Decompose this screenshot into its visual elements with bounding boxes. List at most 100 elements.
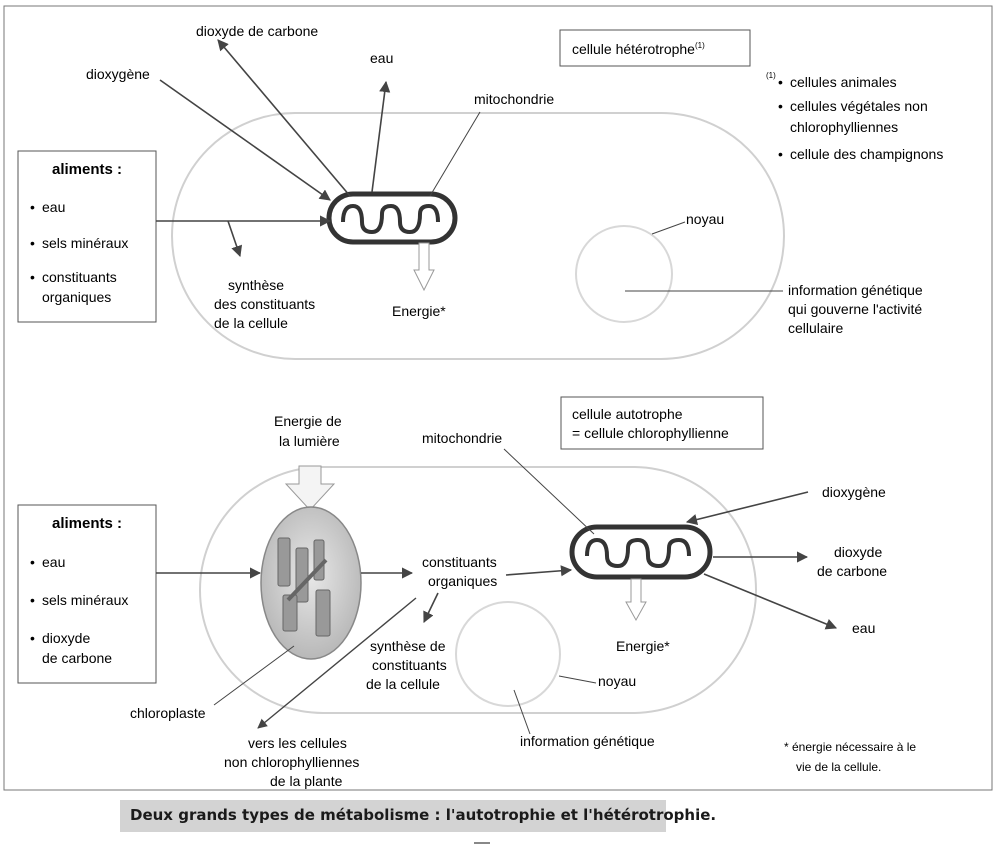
bottom-mito-pointer [503, 448, 595, 535]
svg-text:cellulaire: cellulaire [788, 320, 843, 336]
svg-text:organiques: organiques [428, 573, 497, 589]
caption-bar [120, 800, 666, 832]
top-footnote-item: cellules végétales non [790, 98, 928, 114]
bottom-foods-title: aliments : [52, 515, 122, 532]
bottom-chloroplast-pointer [213, 645, 295, 706]
svg-text:vers les cellules: vers les cellules [248, 735, 347, 751]
top-dioxygen-arrow [159, 79, 331, 201]
top-label-mitochondrion: mitochondrie [474, 91, 554, 107]
page-mark [474, 842, 490, 844]
bottom-label-synthesis: synthèse de constituants de la cellule [366, 638, 447, 692]
svg-text:de la cellule: de la cellule [366, 676, 440, 692]
top-foods-list: • eau • sels minéraux • constituants organi… [30, 199, 128, 305]
top-water-arrow [371, 80, 391, 193]
chloroplast [260, 506, 362, 660]
svg-text:•: • [30, 592, 35, 608]
bottom-label-nucleus: noyau [598, 673, 636, 689]
bottom-vers-arrow [257, 597, 417, 729]
food-item: sels minéraux [42, 592, 128, 608]
food-item: eau [42, 199, 65, 215]
bottom-label-light: Energie de la lumière [274, 413, 342, 449]
bottom-type-line: cellule autotrophe [572, 406, 683, 422]
bottom-label-energy: Energie* [616, 638, 670, 654]
bottom-label-co2: dioxyde de carbone [817, 544, 887, 579]
svg-text:de la cellule: de la cellule [214, 315, 288, 331]
bottom-water-arrow [703, 573, 838, 630]
bottom-foods-box [17, 504, 157, 684]
top-footnote: (1) • cellules animales • cellules végét… [766, 71, 943, 162]
svg-text:la lumière: la lumière [279, 433, 340, 449]
top-energy-arrow [413, 242, 435, 292]
bottom-label-water: eau [852, 620, 875, 636]
svg-text:constituants: constituants [372, 657, 447, 673]
bottom-label-mitochondrion: mitochondrie [422, 430, 502, 446]
bottom-synthesis-arrow [423, 592, 439, 624]
svg-text:•: • [30, 235, 35, 251]
svg-text:de la plante: de la plante [270, 773, 343, 789]
top-label-info: information génétique qui gouverne l'act… [788, 282, 923, 336]
top-footnote-item: cellules animales [790, 74, 897, 90]
svg-text:non chlorophylliennes: non chlorophylliennes [224, 754, 359, 770]
top-nucleus [575, 225, 673, 323]
bottom-constituents-arrow [505, 565, 573, 577]
food-item: sels minéraux [42, 235, 128, 251]
top-type-label: cellule hétérotrophe(1) [572, 41, 705, 57]
food-item: organiques [42, 289, 111, 305]
svg-text:•: • [778, 74, 783, 90]
svg-text:Energie de: Energie de [274, 413, 342, 429]
top-type-box [559, 29, 751, 67]
figure-frame [3, 5, 993, 791]
svg-text:•: • [30, 554, 35, 570]
top-footnote-marker: (1) [766, 71, 776, 80]
svg-text:des constituants: des constituants [214, 296, 315, 312]
svg-text:dioxyde: dioxyde [834, 544, 882, 560]
top-co2-arrow [217, 39, 351, 197]
bottom-label-chloroplast: chloroplaste [130, 705, 206, 721]
bottom-label-info: information génétique [520, 733, 655, 749]
bottom-label-vers: vers les cellules non chlorophylliennes … [224, 735, 359, 789]
top-nucleus-pointer [651, 221, 686, 235]
svg-text:•: • [778, 146, 783, 162]
bottom-label-constituents: constituants organiques [422, 554, 497, 589]
bottom-dioxygen-arrow [685, 491, 809, 526]
svg-text:synthèse de: synthèse de [370, 638, 446, 654]
bottom-type-line: = cellule chlorophyllienne [572, 425, 729, 441]
svg-text:•: • [30, 630, 35, 646]
top-footnote-item: chlorophylliennes [790, 119, 898, 135]
bottom-nucleus [455, 601, 561, 707]
svg-text:constituants: constituants [422, 554, 497, 570]
top-label-synthesis: synthèse des constituants de la cellule [214, 277, 315, 331]
top-label-water: eau [370, 50, 393, 66]
top-cell-membrane [171, 112, 785, 360]
bottom-footnote: * énergie nécessaire à le vie de la cell… [784, 740, 916, 774]
figure-caption: Deux grands types de métabolisme : l'aut… [130, 806, 717, 824]
bottom-energy-arrow [625, 578, 647, 622]
food-item: eau [42, 554, 65, 570]
svg-text:synthèse: synthèse [228, 277, 284, 293]
food-item: dioxyde [42, 630, 90, 646]
svg-text:•: • [30, 269, 35, 285]
top-foods-box [17, 150, 157, 323]
bottom-nucleus-pointer [558, 675, 597, 684]
svg-text:vie de la cellule.: vie de la cellule. [796, 760, 881, 774]
top-label-energy: Energie* [392, 303, 446, 319]
bottom-foods-list: • eau • sels minéraux • dioxyde de carbone [30, 554, 128, 666]
svg-text:•: • [778, 98, 783, 114]
top-foods-title: aliments : [52, 161, 122, 178]
bottom-type-box [560, 396, 764, 450]
bottom-cell-membrane [199, 466, 757, 714]
svg-text:information génétique: information génétique [788, 282, 923, 298]
top-label-co2: dioxyde de carbone [196, 23, 318, 39]
svg-text:•: • [30, 199, 35, 215]
svg-text:* énergie nécessaire à le: * énergie nécessaire à le [784, 740, 916, 754]
top-synthesis-arrow [227, 220, 243, 258]
top-label-nucleus: noyau [686, 211, 724, 227]
food-item: de carbone [42, 650, 112, 666]
top-footnote-item: cellule des champignons [790, 146, 943, 162]
light-energy-arrow [284, 465, 336, 511]
top-mitochondrion [326, 191, 458, 245]
svg-text:qui gouverne l'activité: qui gouverne l'activité [788, 301, 922, 317]
food-item: constituants [42, 269, 117, 285]
svg-text:de carbone: de carbone [817, 563, 887, 579]
top-label-dioxygen: dioxygène [86, 66, 150, 82]
